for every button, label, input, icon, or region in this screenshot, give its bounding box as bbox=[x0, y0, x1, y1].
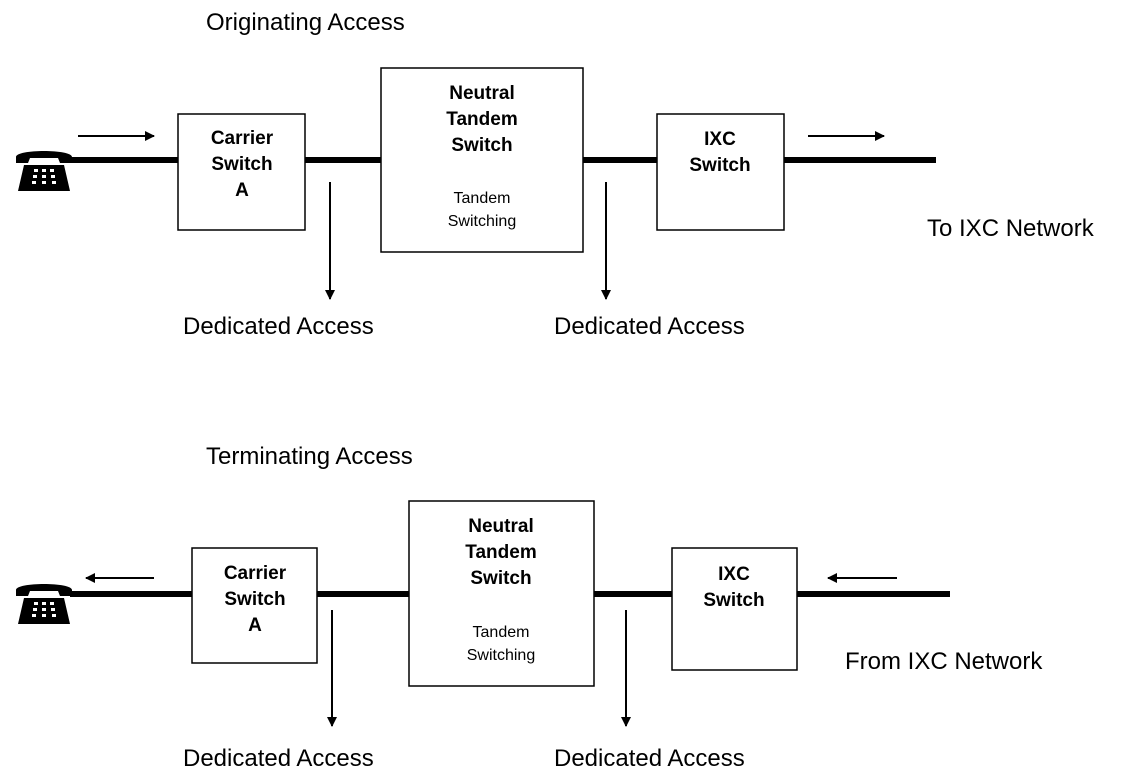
originating-ixc-switch-line-2: Switch bbox=[689, 155, 750, 176]
terminating-carrier-switch: Carrier Switch A bbox=[191, 547, 318, 664]
terminating-carrier-switch-line-1: Carrier bbox=[224, 563, 287, 584]
terminating-neutral-tandem-line-3: Switch bbox=[470, 568, 531, 589]
originating-ixc-switch: IXC Switch bbox=[656, 113, 785, 231]
originating-neutral-tandem-switch: Neutral Tandem Switch Tandem Switching bbox=[380, 67, 584, 253]
originating-ixc-switch-line-1: IXC bbox=[704, 129, 736, 150]
terminating-title: Terminating Access bbox=[206, 443, 413, 470]
terminating-carrier-switch-line-3: A bbox=[248, 615, 262, 636]
originating-tandem-switching-line-2: Switching bbox=[448, 213, 516, 230]
originating-dedicated-access-left: Dedicated Access bbox=[183, 313, 374, 340]
originating-telephone-icon bbox=[16, 151, 72, 191]
terminating-ixc-switch: IXC Switch bbox=[671, 547, 798, 671]
terminating-telephone-icon bbox=[16, 584, 72, 624]
terminating-section: Terminating Access Carrier Switch A Neut… bbox=[16, 443, 1043, 772]
terminating-neutral-tandem-line-1: Neutral bbox=[468, 516, 533, 537]
terminating-neutral-tandem-switch: Neutral Tandem Switch Tandem Switching bbox=[408, 500, 595, 687]
originating-section: Originating Access Carrier Switch A Neut… bbox=[16, 9, 1095, 340]
terminating-carrier-switch-line-2: Switch bbox=[224, 589, 285, 610]
originating-carrier-switch-line-1: Carrier bbox=[211, 128, 274, 149]
terminating-ixc-switch-line-1: IXC bbox=[718, 564, 750, 585]
terminating-tandem-switching-line-2: Switching bbox=[467, 647, 535, 664]
terminating-neutral-tandem-line-2: Tandem bbox=[465, 542, 536, 563]
originating-dedicated-access-right: Dedicated Access bbox=[554, 313, 745, 340]
originating-neutral-tandem-line-3: Switch bbox=[451, 135, 512, 156]
originating-title: Originating Access bbox=[206, 9, 405, 36]
terminating-network-label: From IXC Network bbox=[845, 648, 1043, 675]
originating-carrier-switch-line-2: Switch bbox=[211, 154, 272, 175]
originating-neutral-tandem-line-2: Tandem bbox=[446, 109, 517, 130]
originating-tandem-switching-line-1: Tandem bbox=[454, 190, 511, 207]
terminating-dedicated-access-right: Dedicated Access bbox=[554, 745, 745, 772]
terminating-dedicated-access-left: Dedicated Access bbox=[183, 745, 374, 772]
originating-network-label: To IXC Network bbox=[927, 215, 1095, 242]
originating-neutral-tandem-line-1: Neutral bbox=[449, 83, 514, 104]
originating-carrier-switch-line-3: A bbox=[235, 180, 249, 201]
terminating-tandem-switching-line-1: Tandem bbox=[473, 624, 530, 641]
terminating-ixc-switch-line-2: Switch bbox=[703, 590, 764, 611]
originating-carrier-switch: Carrier Switch A bbox=[177, 113, 306, 231]
